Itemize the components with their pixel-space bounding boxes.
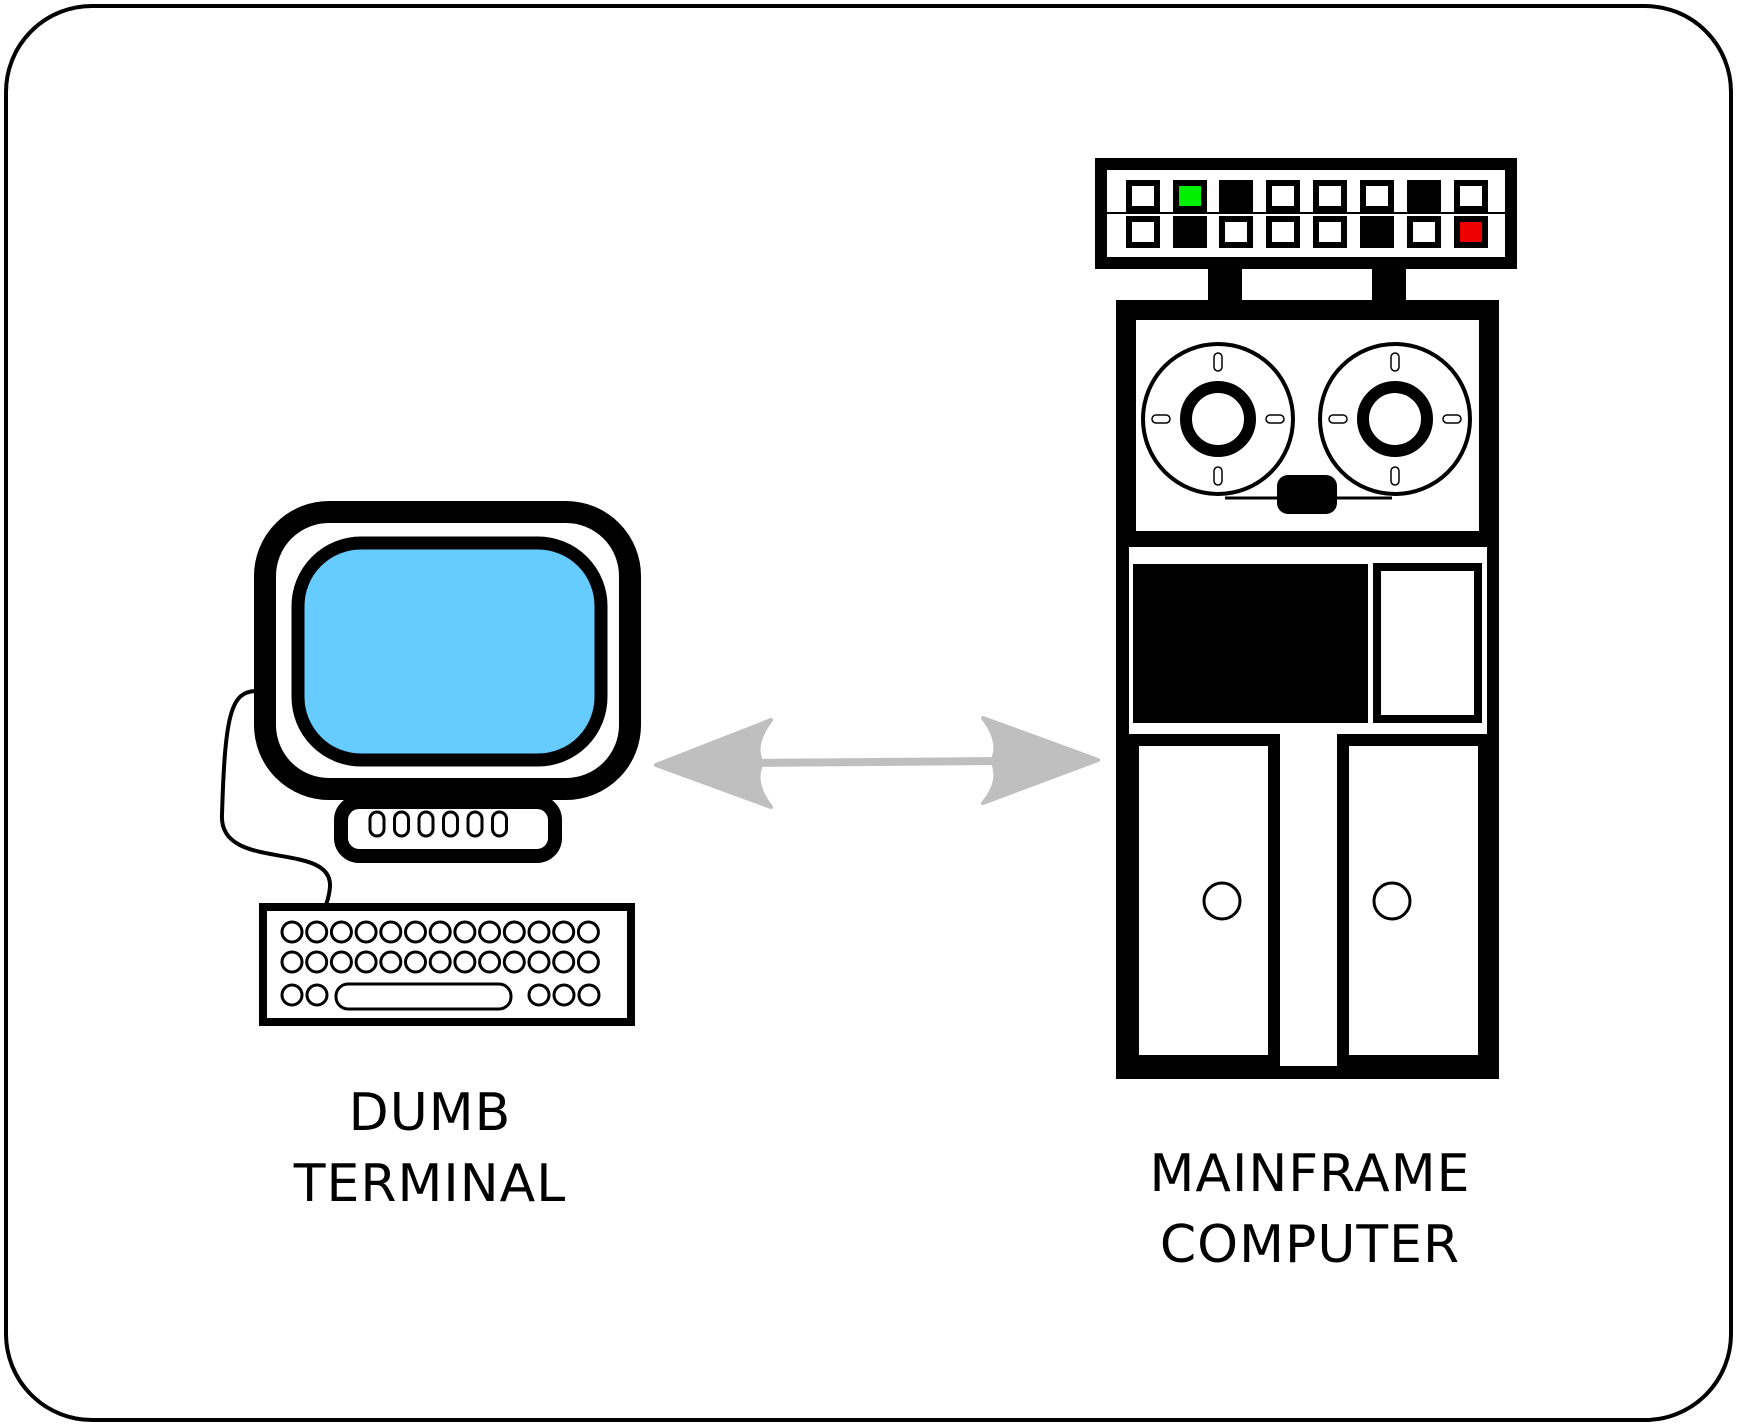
monitor-screen: [291, 536, 608, 767]
indicator-light: [1219, 216, 1253, 248]
keyboard-key: [379, 920, 403, 944]
keyboard-key: [577, 983, 601, 1007]
keyboard-key: [305, 950, 329, 974]
indicator-light: [1360, 216, 1394, 248]
base-slot: [393, 810, 410, 838]
terminal-label: DUMB TERMINAL: [230, 1078, 630, 1220]
base-slot: [368, 810, 386, 838]
indicator-light: [1266, 180, 1300, 212]
keyboard-key: [305, 983, 329, 1007]
keyboard-key: [552, 950, 576, 974]
indicator-light: [1173, 180, 1207, 212]
keyboard-key: [280, 920, 304, 944]
indicator-light: [1173, 216, 1207, 248]
indicator-light: [1126, 180, 1160, 212]
panel-post-left: [1208, 268, 1242, 305]
tape-reel-icon: [1318, 342, 1472, 496]
indicator-light: [1454, 216, 1488, 248]
keyboard-key: [280, 983, 304, 1007]
indicator-light: [1313, 216, 1347, 248]
keyboard-key: [428, 950, 452, 974]
connection-double-arrow: [654, 716, 1100, 809]
indicator-light: [1407, 180, 1441, 212]
keyboard-keys: [280, 920, 601, 1007]
keyboard-key: [305, 920, 329, 944]
mainframe-label-line-1: MAINFRAME: [1149, 1144, 1471, 1204]
control-panel-dark: [1133, 564, 1368, 723]
keyboard-key: [379, 950, 403, 974]
keyboard-key: [502, 950, 526, 974]
keyboard-key: [527, 983, 551, 1007]
keyboard-key: [576, 920, 600, 944]
indicator-light: [1313, 180, 1347, 212]
keyboard-key: [527, 920, 551, 944]
keyboard-key: [502, 920, 526, 944]
keyboard-key: [329, 950, 353, 974]
tape-head: [1277, 475, 1337, 514]
indicator-lights: [1126, 180, 1488, 248]
arrow-head-left: [654, 718, 773, 809]
base-slot: [442, 810, 459, 838]
keyboard-spacebar: [334, 982, 513, 1011]
mainframe-label-line-2: COMPUTER: [1159, 1215, 1461, 1275]
cabinet-door-right: [1337, 734, 1490, 1067]
panel-post-right: [1372, 268, 1406, 305]
indicator-light: [1219, 180, 1253, 212]
keyboard-key: [404, 920, 427, 944]
keyboard-key: [329, 920, 353, 944]
indicator-light: [1360, 180, 1394, 212]
keyboard-key: [552, 920, 576, 944]
keyboard-key: [280, 950, 304, 974]
base-slot: [417, 810, 435, 838]
indicator-light: [1454, 180, 1488, 212]
tape-reels: [1141, 342, 1472, 496]
keyboard-key: [354, 920, 378, 944]
keyboard-key: [404, 950, 427, 974]
indicator-light: [1126, 216, 1160, 248]
arrow-head-right: [981, 716, 1100, 805]
keyboard-key: [478, 920, 502, 944]
crt-terminal-icon: [219, 501, 641, 1026]
indicator-light: [1407, 216, 1441, 248]
keyboard-key: [453, 920, 477, 944]
terminal-label-line-2: TERMINAL: [293, 1154, 567, 1214]
door-knob-left: [1202, 881, 1242, 921]
keyboard-key: [453, 950, 477, 974]
keyboard-key: [354, 950, 378, 974]
keyboard-key: [478, 950, 502, 974]
terminal-label-line-1: DUMB: [348, 1083, 512, 1143]
monitor-base-slots: [368, 810, 508, 838]
control-panel-window: [1373, 563, 1482, 723]
tape-reel-icon: [1141, 342, 1295, 496]
keyboard-key: [428, 920, 452, 944]
keyboard-key: [576, 950, 600, 974]
mainframe-label: MAINFRAME COMPUTER: [1100, 1139, 1520, 1281]
base-slot: [491, 810, 508, 838]
keyboard-key: [527, 950, 551, 974]
door-knob-right: [1372, 881, 1412, 921]
keyboard-key: [552, 983, 576, 1007]
connector-line: [739, 757, 1001, 767]
indicator-light: [1266, 216, 1300, 248]
mainframe-cabinet-icon: [1095, 158, 1517, 1079]
base-slot: [466, 810, 484, 838]
terminal-cable: [219, 689, 333, 906]
